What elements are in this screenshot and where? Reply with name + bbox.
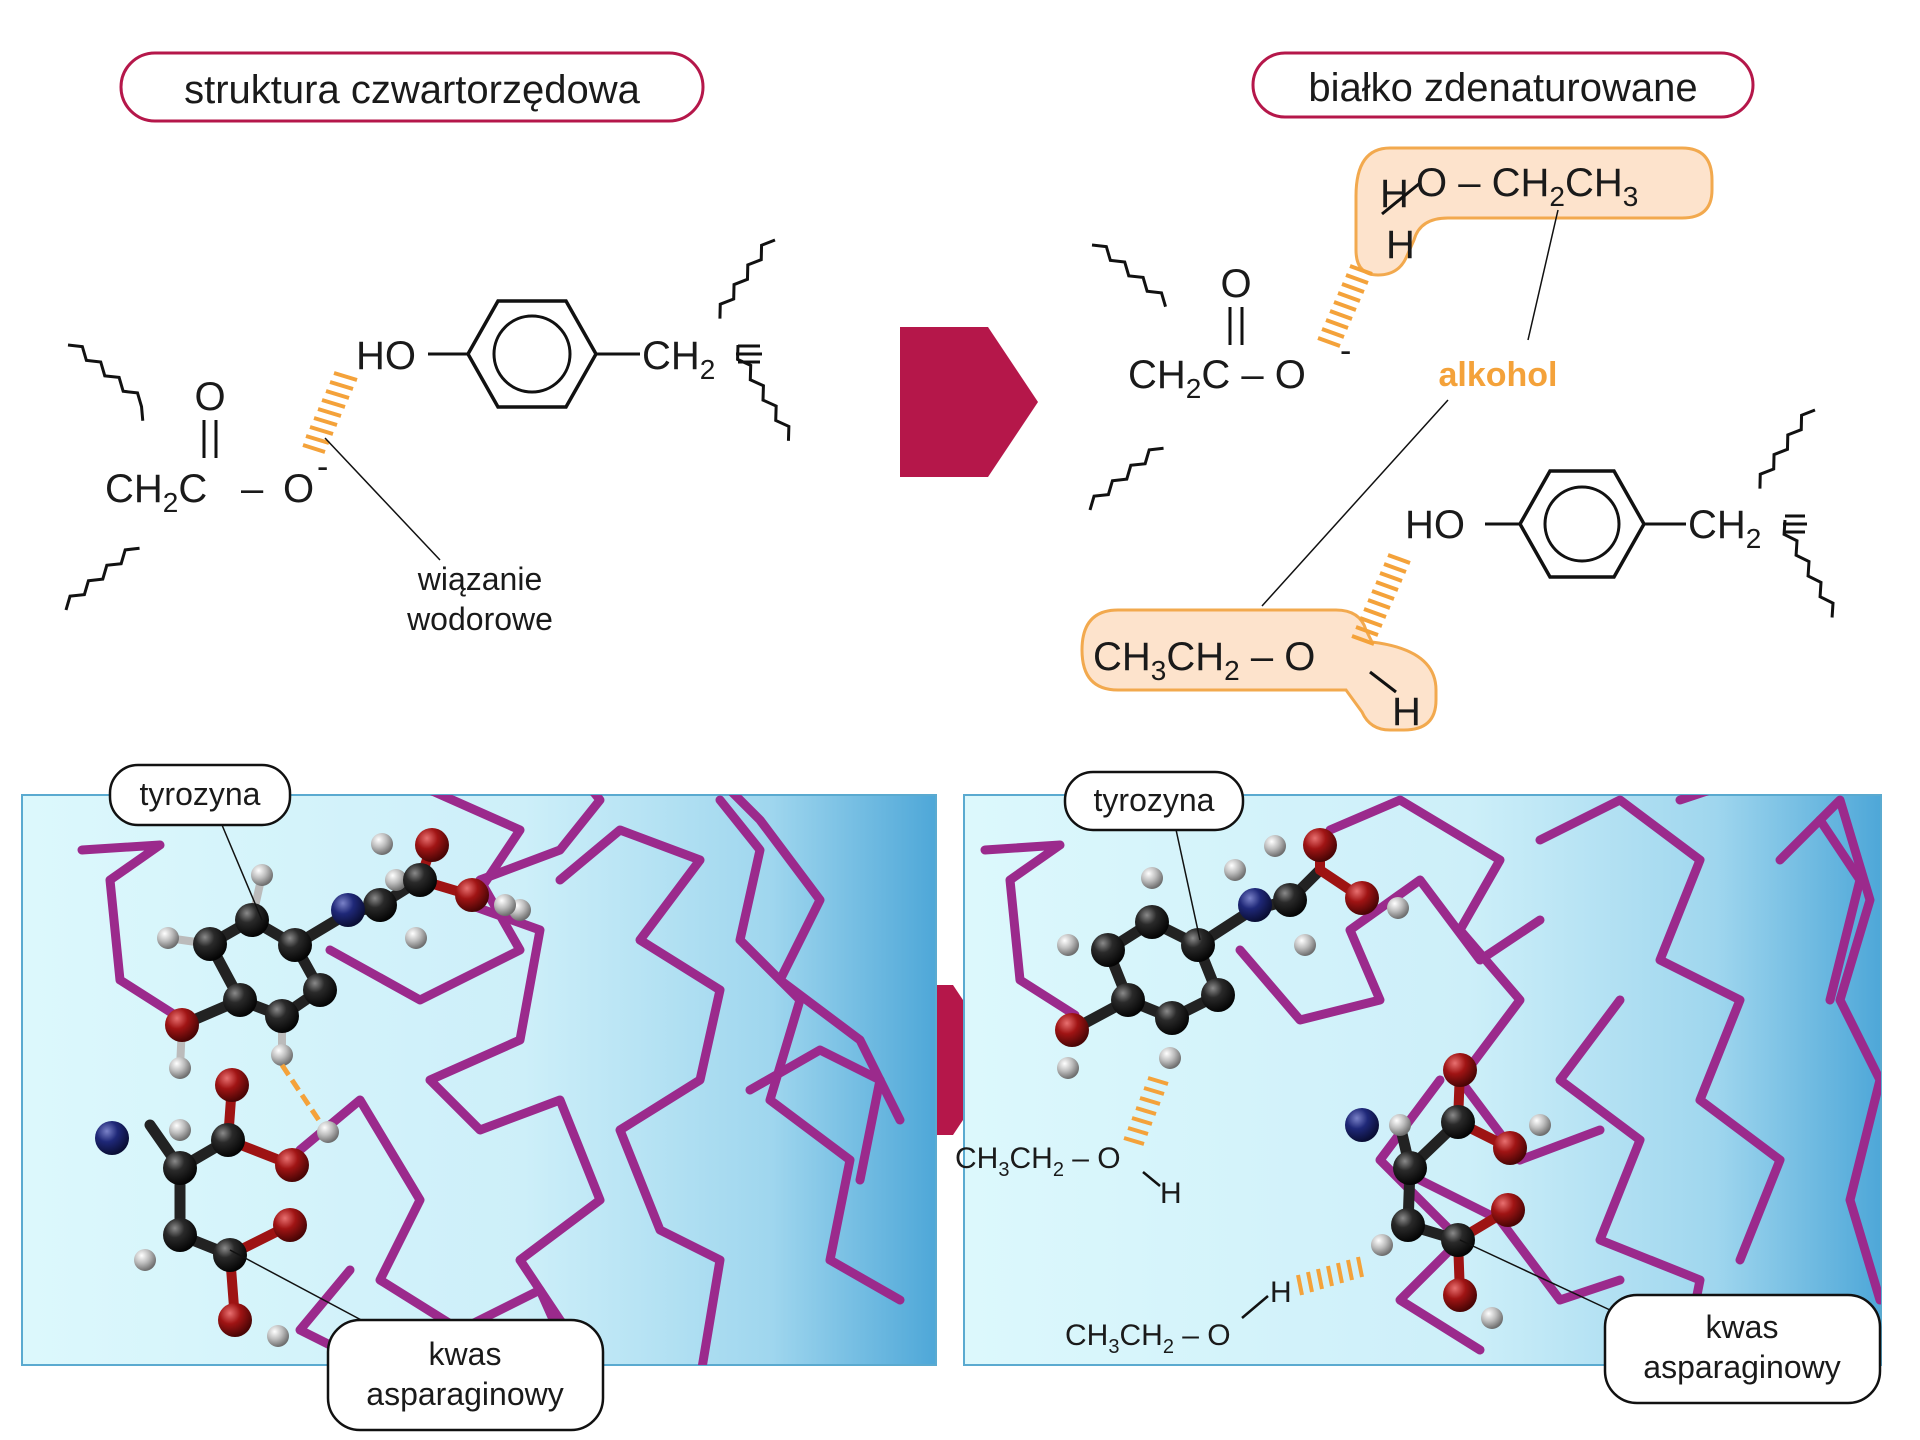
oxygen-minus-left: O bbox=[283, 467, 314, 511]
left-formula: O CH2C – O - HO CH2 wiązanie wo bbox=[64, 238, 791, 637]
oxygen-double-right: O bbox=[1220, 262, 1251, 306]
chain-wave-upper-right bbox=[718, 238, 776, 319]
ch2-right-left: CH2 bbox=[642, 334, 715, 385]
annotation-line1: wiązanie bbox=[417, 561, 543, 597]
label-box-kwas-left bbox=[326, 1318, 605, 1432]
alcohol-highlight-top bbox=[1354, 146, 1714, 277]
h-bottom: H bbox=[1392, 690, 1421, 734]
label-box-kwas-right bbox=[1603, 1293, 1882, 1405]
h-top-2: H bbox=[1386, 223, 1415, 267]
label-kwas-left-1: kwas bbox=[429, 1336, 502, 1372]
hydrogen-bond-right-top bbox=[1317, 264, 1373, 348]
label-kwas-right-1: kwas bbox=[1706, 1309, 1779, 1345]
ethanol-top: O – CH2CH3 bbox=[1416, 161, 1638, 212]
ho-right: HO bbox=[1405, 503, 1465, 547]
alcohol-highlight-bottom bbox=[1080, 608, 1438, 732]
h-top: H bbox=[1380, 172, 1409, 216]
hydrogen-bond-panel-right-2 bbox=[1296, 1256, 1364, 1296]
ethanol-panel-right-1: CH3CH2 – O bbox=[955, 1142, 1121, 1181]
ethanol-panel-right-2: CH3CH2 – O bbox=[1065, 1319, 1231, 1358]
label-box-tyrozyna-left bbox=[108, 763, 292, 827]
h-panel-right-1: H bbox=[1160, 1177, 1182, 1210]
tyrosine-right bbox=[1055, 828, 1409, 1079]
hydrogen-bond-right-bottom bbox=[1351, 553, 1411, 646]
panel-right: CH3CH2 – O H bbox=[955, 770, 1882, 1405]
right-formula: H O – CH2CH3 H O CH2C – O - alkohol bbox=[1080, 146, 1835, 734]
tyrosine-left bbox=[157, 828, 531, 1079]
alcohol-label: alkohol bbox=[1438, 356, 1557, 394]
ethanol-bottom: CH3CH2 – O bbox=[1093, 635, 1315, 686]
hydrogen-bond-panel-left bbox=[279, 1063, 325, 1127]
minus-right: - bbox=[1340, 332, 1351, 370]
annotation-line2: wodorowe bbox=[406, 601, 553, 637]
label-kwas-right-2: asparaginowy bbox=[1643, 1349, 1840, 1385]
hydrogen-bond-left bbox=[302, 371, 358, 454]
label-tyrozyna-left: tyrozyna bbox=[140, 776, 261, 812]
title-right-box: białko zdenaturowane bbox=[1251, 51, 1755, 119]
arrow-top bbox=[900, 327, 1038, 477]
chain-wave-upper-left bbox=[67, 343, 145, 421]
ch2c-left: CH2C bbox=[105, 467, 207, 518]
chain-wave-lower-right bbox=[736, 344, 791, 441]
chain-wave-lower-left bbox=[64, 546, 140, 611]
title-left: struktura czwartorzędowa bbox=[184, 68, 640, 112]
minus-left: - bbox=[317, 448, 328, 486]
hydrogen-bond-panel-right-1 bbox=[1123, 1076, 1169, 1146]
annotation-leader bbox=[324, 437, 441, 561]
aspartic-acid-right bbox=[1345, 1053, 1551, 1329]
label-tyrozyna-right: tyrozyna bbox=[1094, 782, 1215, 818]
panel-left: tyrozyna kwas asparaginowy bbox=[21, 763, 937, 1432]
dash-left: – bbox=[241, 467, 264, 511]
h-panel-right-2: H bbox=[1270, 1276, 1292, 1309]
ch2c-right: CH2C – O bbox=[1128, 353, 1306, 404]
label-box-tyrozyna-right bbox=[1063, 770, 1245, 832]
aspartic-acid-left bbox=[95, 1068, 339, 1347]
title-left-box: struktura czwartorzędowa bbox=[119, 51, 705, 123]
label-kwas-left-2: asparaginowy bbox=[366, 1376, 563, 1412]
ho-left: HO bbox=[356, 334, 416, 378]
oxygen-double: O bbox=[194, 375, 225, 419]
title-right: białko zdenaturowane bbox=[1308, 66, 1697, 110]
ch2-right-right: CH2 bbox=[1688, 503, 1761, 554]
